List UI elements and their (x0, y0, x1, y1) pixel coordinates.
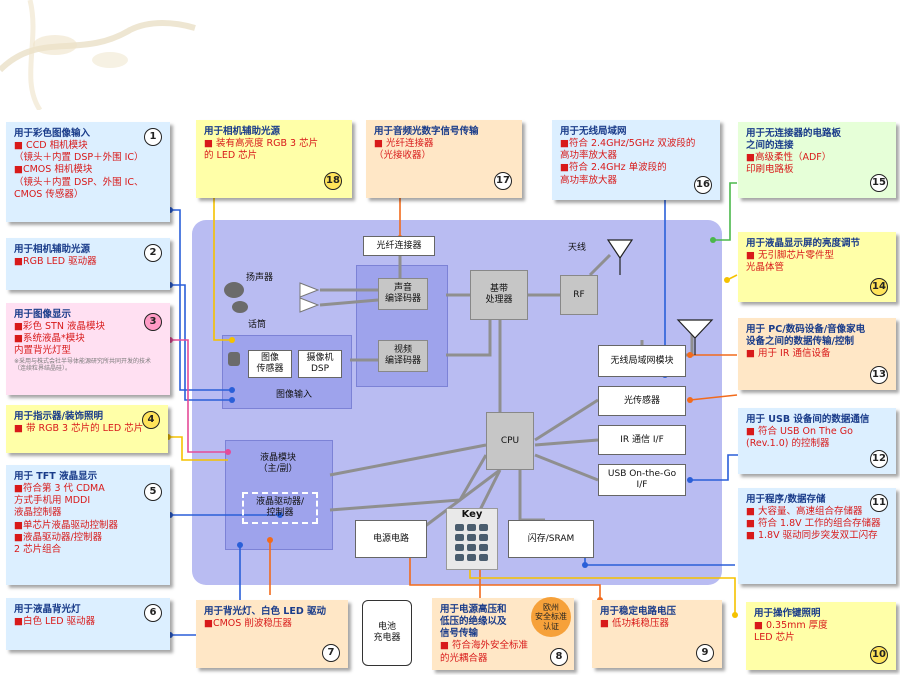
callout-body: ■ 符合 USB On The Go (Rev.1.0) 的控制器 (746, 426, 853, 450)
callout-body: ■ 0.35mm 厚度 LED 芯片 (754, 620, 828, 644)
callout-body: ■ 带 RGB 3 芯片的 LED 芯片 (14, 423, 144, 435)
eu-safety-seal: 欧州 安全标准 认证 (531, 597, 571, 637)
number-badge: 3 (144, 313, 162, 331)
ir-interface-block: IR 通信 I/F (598, 425, 686, 455)
callout-body: ■ 低功耗稳压器 (600, 618, 669, 630)
audio-codec-block: 声音 编译码器 (378, 278, 428, 310)
fiber-connector-block: 光纤连接器 (363, 236, 435, 256)
power-circuit-block: 电源电路 (355, 520, 427, 558)
video-codec-block: 视频 编译码器 (378, 340, 428, 372)
camera-dsp-block: 摄像机 DSP (298, 350, 342, 378)
callout-1: 用于彩色图像输入 ■ CCD 相机模块 （镜头＋内置 DSP＋外围 IC） ■C… (6, 122, 170, 222)
number-badge: 17 (494, 172, 512, 190)
number-badge: 16 (694, 176, 712, 194)
lcd-driver-controller-block: 液晶驱动器/ 控制器 (242, 492, 318, 524)
callout-title: 用于电源高压和 低压的绝缘以及 信号传输 (440, 604, 507, 640)
callout-title: 用于 PC/数码设备/音像家电 设备之间的数据传输/控制 (746, 324, 866, 348)
callout-body: ■CMOS 削波稳压器 (204, 618, 292, 630)
callout-body: ■白色 LED 驱动器 (14, 616, 96, 628)
callout-footnote: ※采用与株式会社半导体能源研究所共同开发的技术（连续粒界结晶硅）。 (14, 357, 152, 372)
rf-block: RF (560, 275, 598, 315)
callout-3: 用于图像显示 ■彩色 STN 液晶模块 ■系统液晶*模块 内置背光灯型 ※采用与… (6, 303, 170, 395)
callout-body: ■RGB LED 驱动器 (14, 256, 97, 268)
callout-title: 用于 USB 设备间的数据通信 (746, 414, 870, 425)
callout-7: 用于背光灯、白色 LED 驱动 ■CMOS 削波稳压器 7 (196, 600, 348, 668)
callout-title: 用于无连接器的电路板 之间的连接 (746, 128, 842, 152)
callout-title: 用于 TFT 液晶显示 (14, 471, 98, 482)
microphone-label: 话筒 (248, 320, 267, 330)
number-badge: 15 (870, 174, 888, 192)
wlan-module-block: 无线局域网模块 (598, 345, 686, 377)
decorative-flourish (0, 0, 196, 110)
callout-6: 用于液晶背光灯 ■白色 LED 驱动器 6 (6, 598, 170, 650)
callout-4: 用于指示器/装饰照明 ■ 带 RGB 3 芯片的 LED 芯片 4 (6, 405, 168, 453)
keypad-keys-icon (455, 524, 488, 561)
callout-10: 用于操作键照明 ■ 0.35mm 厚度 LED 芯片 10 (746, 602, 896, 670)
callout-body: ■ 无引脚芯片零件型 光晶体管 (746, 250, 834, 274)
baseband-processor-block: 基带 处理器 (470, 270, 528, 320)
number-badge: 7 (322, 644, 340, 662)
callout-title: 用于彩色图像输入 (14, 128, 91, 139)
callout-title: 用于无线局域网 (560, 126, 627, 137)
number-badge: 8 (550, 648, 568, 666)
number-badge: 10 (870, 646, 888, 664)
number-badge: 1 (144, 128, 162, 146)
callout-title: 用于液晶显示屏的亮度调节 (746, 238, 861, 249)
number-badge: 11 (870, 494, 888, 512)
speaker-label: 扬声器 (246, 273, 274, 283)
number-badge: 5 (144, 483, 162, 501)
callout-body: ■ 用于 IR 通信设备 (746, 348, 831, 360)
callout-body: ■彩色 STN 液晶模块 ■系统液晶*模块 内置背光灯型 (14, 321, 105, 357)
callout-13: 用于 PC/数码设备/音像家电 设备之间的数据传输/控制 ■ 用于 IR 通信设… (738, 318, 896, 390)
callout-12: 用于 USB 设备间的数据通信 ■ 符合 USB On The Go (Rev.… (738, 408, 896, 474)
callout-title: 用于操作键照明 (754, 608, 821, 619)
cpu-block: CPU (486, 412, 534, 470)
callout-title: 用于程序/数据存储 (746, 494, 826, 505)
callout-body: ■ CCD 相机模块 （镜头＋内置 DSP＋外围 IC） ■CMOS 相机模块 … (14, 140, 144, 200)
number-badge: 6 (144, 604, 162, 622)
callout-body: ■ 符合海外安全标准 的光耦合器 (440, 640, 528, 664)
callout-body: ■符合 2.4GHz/5GHz 双波段的 高功率放大器 ■符合 2.4GHz 单… (560, 138, 696, 186)
callout-body: ■ 装有高亮度 RGB 3 芯片 的 LED 芯片 (204, 138, 319, 162)
number-badge: 2 (144, 244, 162, 262)
keypad: Key (446, 508, 498, 570)
callout-16: 用于无线局域网 ■符合 2.4GHz/5GHz 双波段的 高功率放大器 ■符合 … (552, 120, 720, 200)
number-badge: 4 (142, 411, 160, 429)
callout-title: 用于液晶背光灯 (14, 604, 81, 615)
flash-sram-block: 闪存/SRAM (508, 520, 594, 558)
battery-charger-block: 电池 充电器 (362, 600, 412, 666)
callout-5: 用于 TFT 液晶显示 ■符合第 3 代 CDMA 方式手机用 MDDI 液晶控… (6, 465, 170, 585)
callout-2: 用于相机辅助光源 ■RGB LED 驱动器 2 (6, 238, 170, 290)
number-badge: 13 (870, 366, 888, 384)
antenna-label: 天线 (568, 243, 587, 253)
callout-body: ■高级柔性（ADF） 印刷电路板 (746, 152, 832, 176)
callout-17: 用于音频光数字信号传输 ■ 光纤连接器 （光接收器） 17 (366, 120, 522, 198)
callout-title: 用于图像显示 (14, 309, 72, 320)
usb-otg-interface-block: USB On-the-Go I/F (598, 464, 686, 496)
callout-title: 用于音频光数字信号传输 (374, 126, 479, 137)
lcd-module-label: 液晶模块 （主/副） (258, 453, 298, 474)
number-badge: 14 (870, 278, 888, 296)
callout-14: 用于液晶显示屏的亮度调节 ■ 无引脚芯片零件型 光晶体管 14 (738, 232, 896, 302)
number-badge: 9 (696, 644, 714, 662)
callout-title: 用于指示器/装饰照明 (14, 411, 103, 422)
callout-body: ■ 大容量、高速组合存储器 ■ 符合 1.8V 工作的组合存储器 ■ 1.8V … (746, 506, 881, 542)
callout-title: 用于稳定电路电压 (600, 606, 677, 617)
image-sensor-block: 图像 传感器 (248, 350, 292, 378)
callout-11: 用于程序/数据存储 ■ 大容量、高速组合存储器 ■ 符合 1.8V 工作的组合存… (738, 488, 896, 584)
callout-title: 用于相机辅助光源 (14, 244, 91, 255)
light-sensor-block: 光传感器 (598, 386, 686, 416)
callout-body: ■ 光纤连接器 （光接收器） (374, 138, 434, 162)
image-input-label: 图像输入 (276, 390, 313, 400)
callout-title: 用于背光灯、白色 LED 驱动 (204, 606, 327, 617)
callout-title: 用于相机辅助光源 (204, 126, 281, 137)
callout-15: 用于无连接器的电路板 之间的连接 ■高级柔性（ADF） 印刷电路板 15 (738, 122, 896, 198)
callout-18: 用于相机辅助光源 ■ 装有高亮度 RGB 3 芯片 的 LED 芯片 18 (196, 120, 352, 198)
keypad-label: Key (461, 509, 483, 520)
callout-body: ■符合第 3 代 CDMA 方式手机用 MDDI 液晶控制器 ■单芯片液晶驱动控… (14, 483, 118, 555)
callout-9: 用于稳定电路电压 ■ 低功耗稳压器 9 (592, 600, 722, 668)
number-badge: 18 (324, 172, 342, 190)
number-badge: 12 (870, 450, 888, 468)
